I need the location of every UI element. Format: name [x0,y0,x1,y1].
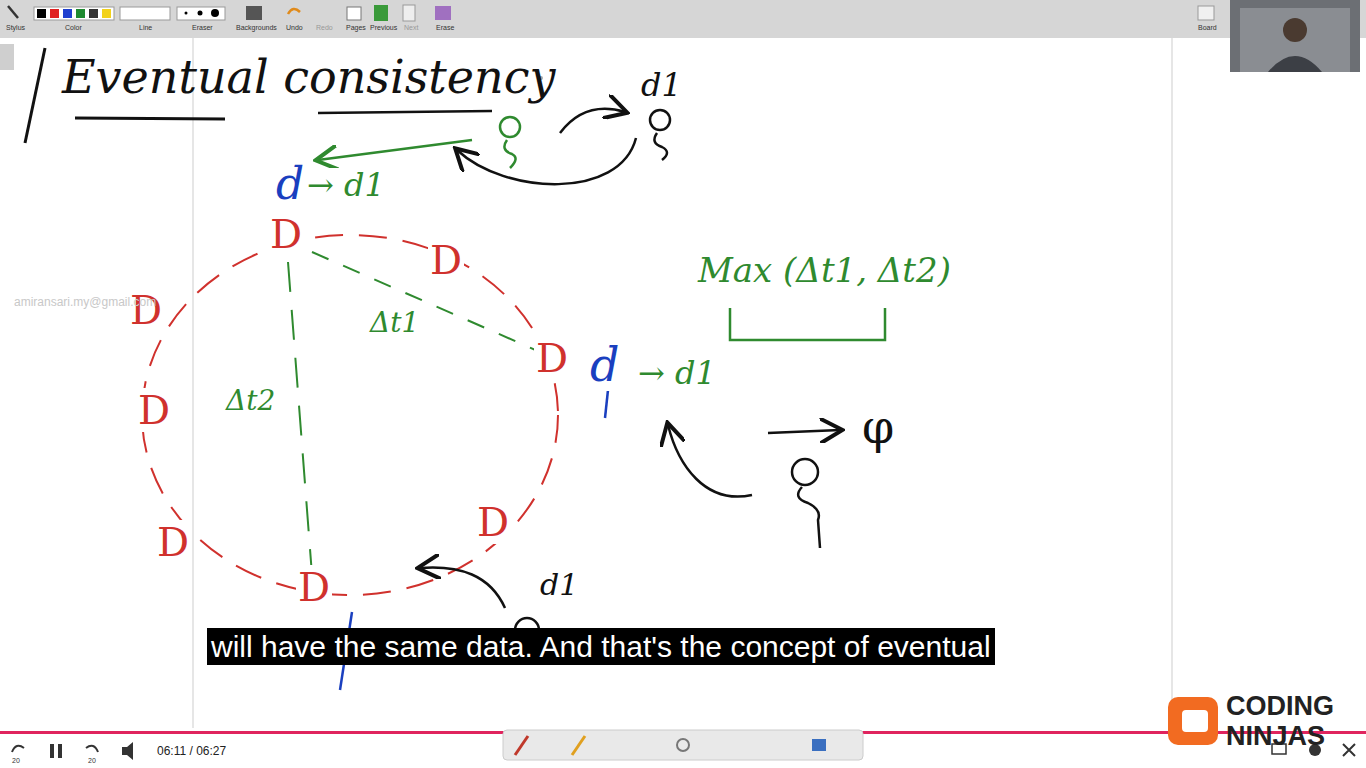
skip-seconds: 20 [12,757,20,765]
time-display: 06:11 / 06:27 [157,745,226,758]
stale-data: d [588,340,621,391]
data-update: → d1 [305,168,387,203]
empty-read: φ [862,402,894,453]
stale-data: d [274,160,306,208]
toolbar-label: Next [404,24,418,32]
player-controls [12,730,1355,760]
toolbar-label: Pages [346,24,366,32]
data-version: d1 [540,568,578,601]
max-delay-formula: Max (Δt1, Δt2) [698,252,951,289]
toolbar-label: Line [139,24,152,32]
delay-label: Δt1 [368,308,421,339]
toolbar-label: Board [1198,24,1217,32]
toolbar-icons [8,5,1214,21]
db-node: D [155,520,191,564]
toolbar-label: Stylus [6,24,25,32]
db-node: D [296,565,332,609]
db-node: D [428,238,464,282]
toolbar-label: Undo [286,24,303,32]
subtitle: will have the same data. And that's the … [207,628,995,665]
delay-label: Δt2 [224,386,277,417]
toolbar-label: Backgrounds [236,24,277,32]
data-version: d1 [641,68,682,103]
toolbar-label: Redo [316,24,333,32]
toolbar-label: Erase [436,24,454,32]
webcam-view [1230,0,1360,72]
watermark: amiransari.my@gmail.com [14,296,156,309]
db-node: D [475,500,511,544]
db-node: D [268,212,304,256]
toolbar-label: Color [65,24,82,32]
toolbar-label: Previous [370,24,397,32]
skip-seconds: 20 [88,757,96,765]
data-update: → d1 [636,356,718,391]
toolbar-label: Eraser [192,24,213,32]
toolbar-bar [0,0,1366,38]
brand-name: NINJAS [1226,722,1325,752]
brand-name: CODING [1226,692,1334,722]
db-node: D [136,388,172,432]
brand-logo [1168,697,1218,745]
db-node: D [534,336,570,380]
db-node: D [128,288,164,332]
board-title: Eventual consistency [62,52,555,103]
